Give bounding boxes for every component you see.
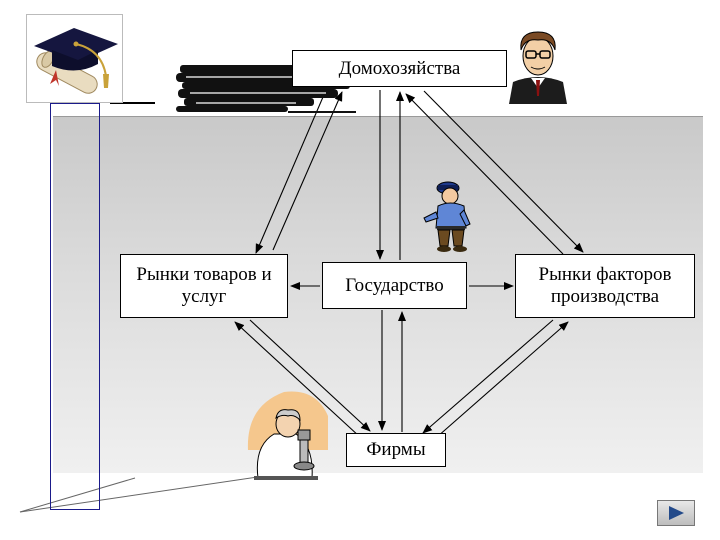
next-slide-button[interactable] <box>657 500 695 526</box>
scientist-icon <box>247 391 328 480</box>
state-label: Государство <box>345 274 444 296</box>
goods-market-node: Рынки товаров и услуг <box>120 254 288 318</box>
businessman-icon <box>509 31 567 104</box>
arrow-goods-to-house <box>272 91 343 251</box>
factor-market-node: Рынки факторов производства <box>515 254 695 318</box>
arrow-house-to-goods <box>255 89 327 254</box>
next-slide-arrow-icon <box>669 506 684 520</box>
arrow-house-to-factors <box>423 90 584 253</box>
arrow-factors-to-house <box>405 93 564 255</box>
arrow-goods-to-firms <box>249 319 371 432</box>
arrow-firms-to-factors <box>436 321 569 438</box>
firms-node: Фирмы <box>346 433 446 467</box>
frame-bar <box>50 103 100 510</box>
firms-label: Фирмы <box>366 439 426 460</box>
arrow-firms-to-goods <box>234 321 361 438</box>
households-label: Домохозяйства <box>338 57 461 79</box>
goods-market-label: Рынки товаров и услуг <box>136 264 272 307</box>
arrow-factors-to-firms <box>422 319 554 434</box>
panel-top-edge <box>53 116 703 117</box>
policeman-icon <box>423 181 471 252</box>
graduation-cap-diploma-icon <box>26 14 123 103</box>
factor-market-label: Рынки факторов производства <box>538 264 672 307</box>
state-node: Государство <box>322 262 467 309</box>
households-node: Домохозяйства <box>292 50 507 87</box>
